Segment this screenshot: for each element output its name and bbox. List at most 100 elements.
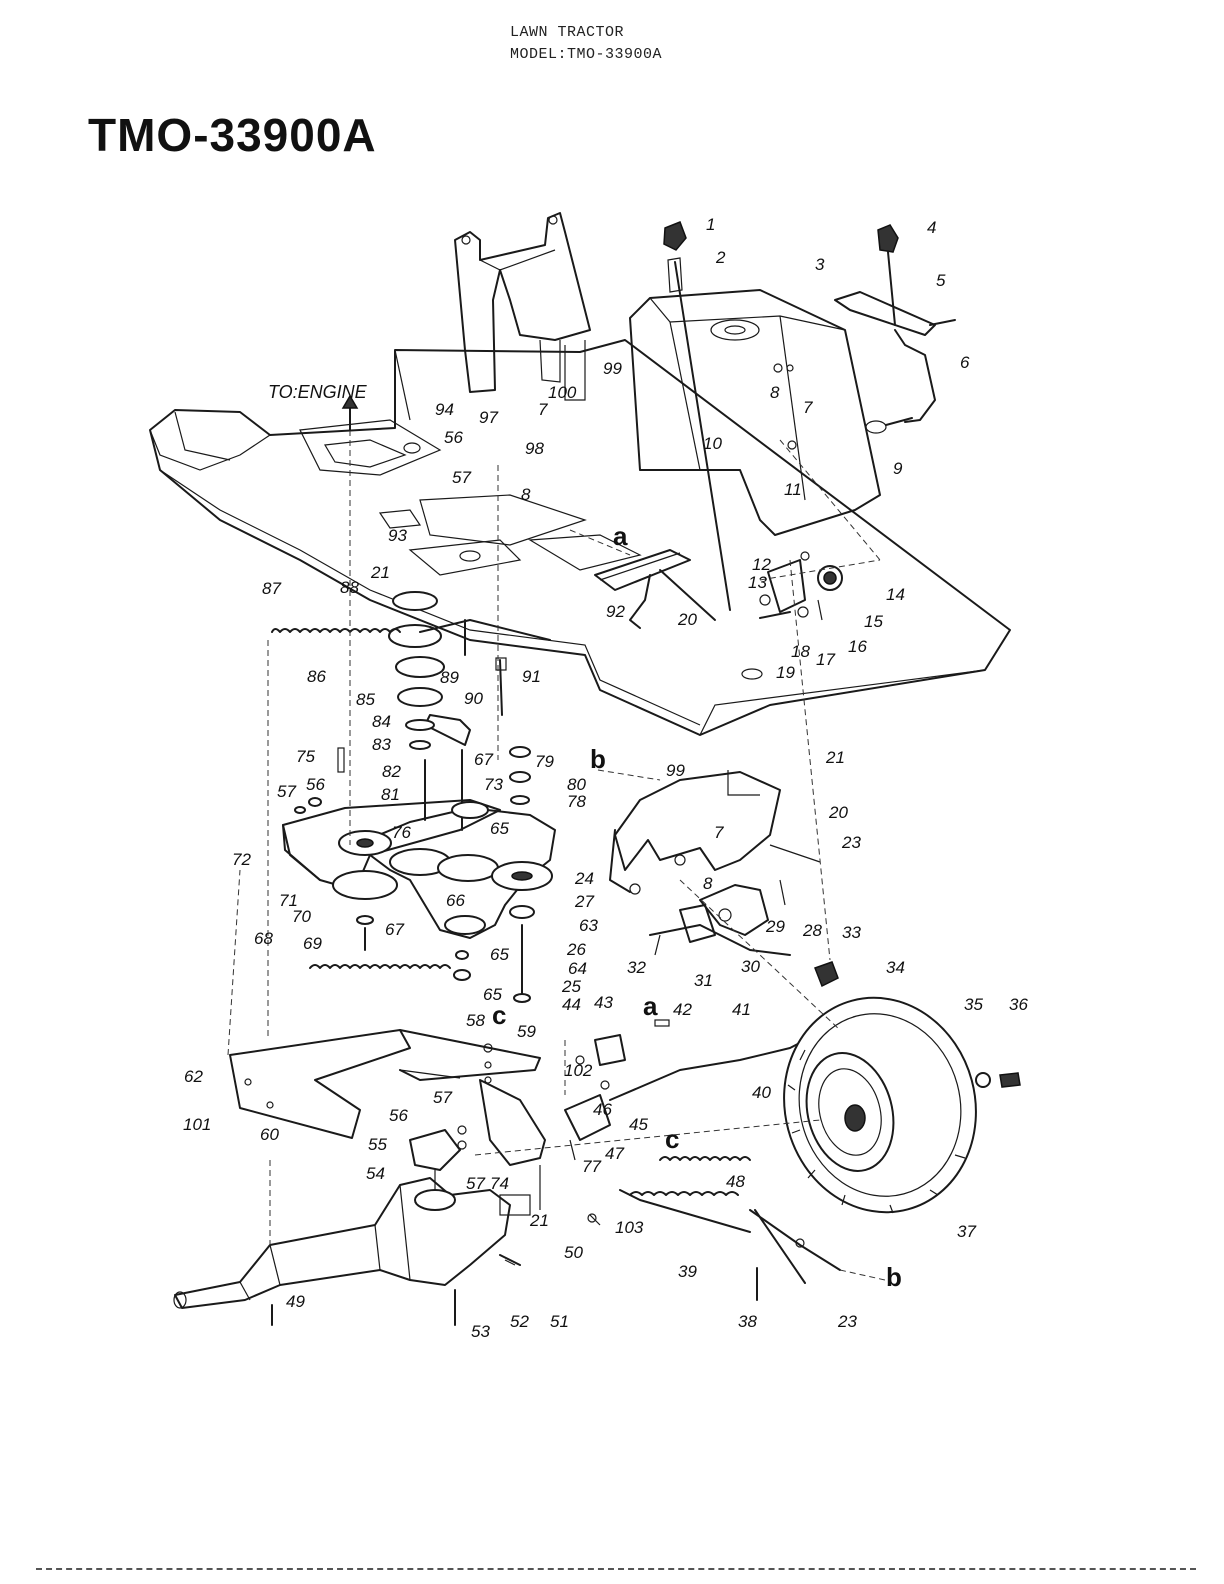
part-number-57: 57 [433, 1088, 452, 1107]
part-number-19: 19 [776, 663, 795, 682]
part-number-98: 98 [525, 439, 544, 458]
reference-letter-b: b [590, 744, 606, 774]
part-number-43: 43 [594, 993, 613, 1012]
reference-letter-c: c [492, 1000, 506, 1030]
part-number-93: 93 [388, 526, 407, 545]
brake-pedal [594, 261, 843, 629]
part-number-70: 70 [292, 907, 311, 926]
part-number-78: 78 [567, 792, 586, 811]
reference-letter-b: b [886, 1262, 902, 1292]
part-number-64: 64 [568, 959, 587, 978]
springs [271, 628, 751, 1196]
to-engine-label: TO:ENGINE [268, 382, 368, 402]
part-number-85: 85 [356, 690, 375, 709]
part-number-100: 100 [548, 383, 577, 402]
part-number-82: 82 [382, 762, 401, 781]
part-number-10: 10 [703, 434, 722, 453]
part-number-31: 31 [694, 971, 713, 990]
part-number-74: 74 [490, 1174, 509, 1193]
part-number-21: 21 [825, 748, 845, 767]
part-number-68: 68 [254, 929, 273, 948]
part-number-21: 21 [529, 1211, 549, 1230]
part-number-3: 3 [815, 255, 825, 274]
dash-console [629, 289, 881, 536]
part-number-57: 57 [277, 782, 296, 801]
part-number-55: 55 [368, 1135, 387, 1154]
frame-chassis [149, 339, 1011, 736]
header-title: LAWN TRACTOR [510, 24, 625, 41]
part-number-76: 76 [392, 823, 411, 842]
page-bottom-rule [36, 1568, 1196, 1570]
part-number-67: 67 [474, 750, 493, 769]
part-number-72: 72 [232, 850, 251, 869]
part-number-21: 21 [370, 563, 390, 582]
part-number-89: 89 [440, 668, 459, 687]
part-number-18: 18 [791, 642, 810, 661]
part-number-16: 16 [848, 637, 867, 656]
header-model: MODEL:TMO-33900A [510, 46, 663, 63]
part-number-4: 4 [927, 218, 936, 237]
part-number-54: 54 [366, 1164, 385, 1183]
part-number-90: 90 [464, 689, 483, 708]
part-number-65: 65 [490, 945, 509, 964]
part-number-32: 32 [627, 958, 646, 977]
part-number-56: 56 [444, 428, 463, 447]
part-number-8: 8 [703, 874, 713, 893]
part-number-14: 14 [886, 585, 905, 604]
part-number-26: 26 [566, 940, 586, 959]
reference-letter-c: c [665, 1124, 679, 1154]
part-number-6: 6 [960, 353, 970, 372]
part-number-80: 80 [567, 775, 586, 794]
reference-letter-a: a [613, 521, 628, 551]
wheel-tire [783, 996, 1021, 1214]
transaxle [173, 1177, 531, 1326]
part-number-45: 45 [629, 1115, 648, 1134]
part-number-52: 52 [510, 1312, 529, 1331]
part-number-56: 56 [306, 775, 325, 794]
part-number-51: 51 [550, 1312, 569, 1331]
part-number-42: 42 [673, 1000, 692, 1019]
model-title: TMO-33900A [88, 109, 377, 161]
part-number-1: 1 [706, 215, 715, 234]
part-number-30: 30 [741, 957, 760, 976]
part-number-103: 103 [615, 1218, 644, 1237]
part-number-7: 7 [714, 823, 724, 842]
part-number-8: 8 [521, 485, 531, 504]
part-number-7: 7 [538, 400, 548, 419]
brake-bracket [609, 770, 839, 988]
part-number-20: 20 [677, 610, 697, 629]
part-number-56: 56 [389, 1106, 408, 1125]
part-number-2: 2 [715, 248, 726, 267]
part-number-11: 11 [784, 480, 802, 499]
part-number-73: 73 [484, 775, 503, 794]
part-number-27: 27 [574, 892, 594, 911]
part-number-35: 35 [964, 995, 983, 1014]
rods-cables [504, 1189, 841, 1301]
part-number-86: 86 [307, 667, 326, 686]
part-number-83: 83 [372, 735, 391, 754]
part-number-65: 65 [490, 819, 509, 838]
part-number-23: 23 [837, 1312, 857, 1331]
part-number-65: 65 [483, 985, 502, 1004]
part-number-62: 62 [184, 1067, 203, 1086]
part-number-94: 94 [435, 400, 454, 419]
part-number-66: 66 [446, 891, 465, 910]
part-number-50: 50 [564, 1243, 583, 1262]
part-number-91: 91 [522, 667, 541, 686]
part-number-40: 40 [752, 1083, 771, 1102]
part-number-25: 25 [561, 977, 581, 996]
part-number-38: 38 [738, 1312, 757, 1331]
part-number-81: 81 [381, 785, 400, 804]
part-number-46: 46 [593, 1100, 612, 1119]
part-number-79: 79 [535, 752, 554, 771]
part-number-97: 97 [479, 408, 498, 427]
part-number-5: 5 [936, 271, 946, 290]
part-number-57: 57 [466, 1174, 485, 1193]
part-number-99: 99 [666, 761, 685, 780]
pulley-stack [337, 591, 551, 831]
part-number-15: 15 [864, 612, 883, 631]
part-number-39: 39 [678, 1262, 697, 1281]
part-number-33: 33 [842, 923, 861, 942]
part-number-99: 99 [603, 359, 622, 378]
